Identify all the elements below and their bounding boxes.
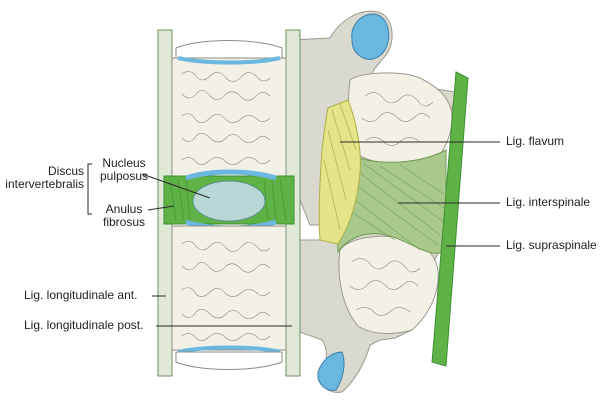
label-nucleus-pulposus: Nucleus pulposus xyxy=(96,157,152,183)
discus-bracket xyxy=(87,163,92,215)
cartilage-disc-top xyxy=(185,169,277,181)
label-anulus-fibrosus: Anulus fibrosus xyxy=(96,203,152,229)
label-lig-longitudinale-ant: Lig. longitudinale ant. xyxy=(24,288,138,302)
anulus-leader xyxy=(147,205,175,211)
cartilage-lower-bottom xyxy=(177,345,281,354)
label-lig-interspinale: Lig. interspinale xyxy=(506,195,591,209)
label-lig-supraspinale: Lig. supraspinale xyxy=(506,238,597,252)
label-lig-longitudinale-post: Lig. longitudinale post. xyxy=(24,318,144,332)
label-lig-flavum: Lig. flavum xyxy=(506,134,565,148)
ligamentum-supraspinale xyxy=(431,71,469,367)
spinous-process-upper xyxy=(347,72,453,166)
cartilage-upper-top xyxy=(177,56,281,65)
nucleus-line-2: pulposus xyxy=(99,169,149,183)
cancellous-texture xyxy=(181,71,434,341)
nucleus-line-1: Nucleus xyxy=(102,156,146,170)
anulus-fibers xyxy=(169,179,287,221)
endplate-upper-top xyxy=(175,40,283,59)
articular-cartilage-top xyxy=(351,13,390,60)
nucleus-leader xyxy=(141,173,211,199)
spinous-process-lower xyxy=(338,235,439,334)
nucleus-pulposus xyxy=(192,180,266,222)
discus-line-1: Discus xyxy=(47,164,84,178)
anulus-line-2: fibrosus xyxy=(102,215,146,229)
articular-cartilage-bottom xyxy=(317,351,345,391)
leader-lines xyxy=(87,141,500,327)
anulus-line-1: Anulus xyxy=(105,202,143,216)
endplate-lower-bottom xyxy=(175,351,283,370)
discus-line-2: intervertebralis xyxy=(5,177,84,191)
label-discus-intervertebralis: Discus intervertebralis xyxy=(0,165,84,191)
vertebral-body-lower xyxy=(171,225,287,351)
vertebral-body-upper xyxy=(171,57,287,177)
